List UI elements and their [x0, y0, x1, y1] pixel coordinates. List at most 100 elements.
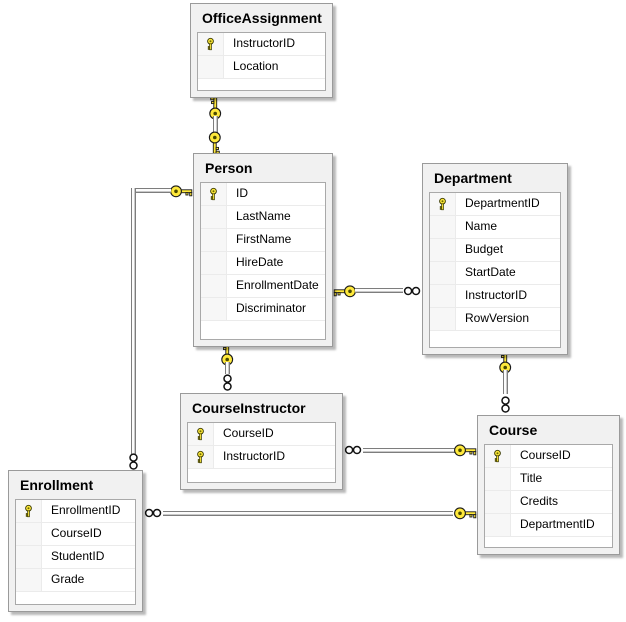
table-row[interactable]: RowVersion: [430, 308, 560, 331]
table-row[interactable]: CourseID: [16, 523, 135, 546]
row-selector-cell: [188, 423, 214, 445]
table-row[interactable]: EnrollmentDate: [201, 275, 325, 298]
column-name: EnrollmentDate: [236, 278, 319, 292]
table-department[interactable]: Department DepartmentID Name Budget Star…: [422, 163, 568, 355]
column-name: DepartmentID: [465, 196, 540, 210]
relationship-line[interactable]: [503, 370, 508, 394]
column-name: Grade: [51, 572, 85, 586]
relationship-line[interactable]: [163, 511, 453, 516]
column-name: Title: [520, 471, 543, 485]
table-column-grid: CourseID Title Credits DepartmentID: [484, 444, 613, 548]
column-name: EnrollmentID: [51, 503, 121, 517]
relationship-line[interactable]: [363, 448, 455, 453]
column-name: HireDate: [236, 255, 284, 269]
table-title[interactable]: CourseInstructor: [192, 400, 306, 416]
table-title[interactable]: OfficeAssignment: [202, 10, 322, 26]
table-row[interactable]: CourseID: [485, 445, 612, 468]
relationship-line[interactable]: [213, 116, 218, 136]
row-selector-cell: [485, 514, 511, 536]
table-row[interactable]: InstructorID: [188, 446, 335, 469]
table-row[interactable]: Name: [430, 216, 560, 239]
table-row[interactable]: HireDate: [201, 252, 325, 275]
table-person[interactable]: Person ID LastName FirstName HireDate En…: [193, 153, 333, 347]
row-selector-cell: [485, 445, 511, 467]
table-officeassignment[interactable]: OfficeAssignment InstructorID Location: [190, 3, 333, 98]
many-end-infinity-icon: [129, 453, 138, 470]
table-row[interactable]: LastName: [201, 206, 325, 229]
row-selector-cell: [201, 183, 227, 205]
table-enrollment[interactable]: Enrollment EnrollmentID CourseID Student…: [8, 470, 143, 612]
table-row[interactable]: StartDate: [430, 262, 560, 285]
relationship-line[interactable]: [131, 188, 171, 193]
table-title[interactable]: Course: [489, 422, 538, 438]
table-row[interactable]: Budget: [430, 239, 560, 262]
many-end-infinity-icon: [223, 374, 232, 391]
column-name: Budget: [465, 242, 504, 256]
relationship-line[interactable]: [131, 188, 136, 454]
table-row[interactable]: Location: [198, 56, 325, 79]
many-end-infinity-icon: [344, 445, 362, 455]
table-title[interactable]: Department: [434, 170, 512, 186]
table-row[interactable]: InstructorID: [198, 33, 325, 56]
primary-key-icon: [207, 37, 214, 51]
column-name: InstructorID: [465, 288, 528, 302]
row-selector-cell: [430, 308, 456, 330]
primary-key-icon: [197, 450, 204, 464]
column-name: StudentID: [51, 549, 105, 563]
column-name: Credits: [520, 494, 559, 508]
row-selector-cell: [201, 206, 227, 228]
row-selector-cell: [198, 56, 224, 78]
relationship-line[interactable]: [355, 288, 403, 293]
row-selector-cell: [201, 275, 227, 297]
row-selector-cell: [201, 229, 227, 251]
one-end-key-icon: [208, 131, 221, 154]
table-courseinstructor[interactable]: CourseInstructor CourseID InstructorID: [180, 393, 343, 490]
one-end-key-icon: [454, 444, 477, 457]
one-end-key-icon: [170, 185, 193, 198]
table-row[interactable]: Title: [485, 468, 612, 491]
table-row[interactable]: CourseID: [188, 423, 335, 446]
row-selector-cell: [485, 491, 511, 513]
row-selector-cell: [485, 468, 511, 490]
table-column-grid: InstructorID Location: [197, 32, 326, 91]
table-row[interactable]: Discriminator: [201, 298, 325, 321]
row-selector-cell: [430, 239, 456, 261]
row-selector-cell: [198, 33, 224, 55]
column-name: FirstName: [236, 232, 292, 246]
primary-key-icon: [494, 449, 501, 463]
many-end-infinity-icon: [501, 396, 510, 413]
column-name: Location: [233, 59, 279, 73]
table-title[interactable]: Person: [205, 160, 253, 176]
column-name: CourseID: [520, 448, 571, 462]
table-column-grid: ID LastName FirstName HireDate Enrollmen…: [200, 182, 326, 340]
table-row[interactable]: Grade: [16, 569, 135, 592]
row-selector-cell: [430, 193, 456, 215]
table-course[interactable]: Course CourseID Title Credits Department…: [477, 415, 620, 555]
row-selector-cell: [16, 523, 42, 545]
table-row[interactable]: DepartmentID: [430, 193, 560, 216]
primary-key-icon: [197, 427, 204, 441]
table-row[interactable]: InstructorID: [430, 285, 560, 308]
table-row[interactable]: StudentID: [16, 546, 135, 569]
table-row[interactable]: EnrollmentID: [16, 500, 135, 523]
column-name: Discriminator: [236, 301, 307, 315]
table-title[interactable]: Enrollment: [20, 477, 94, 493]
table-column-grid: EnrollmentID CourseID StudentID Grade: [15, 499, 136, 605]
column-name: InstructorID: [223, 449, 286, 463]
column-name: LastName: [236, 209, 291, 223]
table-row[interactable]: DepartmentID: [485, 514, 612, 537]
column-name: CourseID: [51, 526, 102, 540]
table-row[interactable]: ID: [201, 183, 325, 206]
row-selector-cell: [201, 298, 227, 320]
table-row[interactable]: Credits: [485, 491, 612, 514]
relationship-line[interactable]: [225, 362, 230, 374]
primary-key-icon: [439, 197, 446, 211]
column-name: Name: [465, 219, 498, 233]
table-column-grid: DepartmentID Name Budget StartDate Instr…: [429, 192, 561, 348]
row-selector-cell: [430, 285, 456, 307]
column-name: StartDate: [465, 265, 516, 279]
table-row[interactable]: FirstName: [201, 229, 325, 252]
table-column-grid: CourseID InstructorID: [187, 422, 336, 483]
one-end-key-icon: [333, 285, 356, 298]
